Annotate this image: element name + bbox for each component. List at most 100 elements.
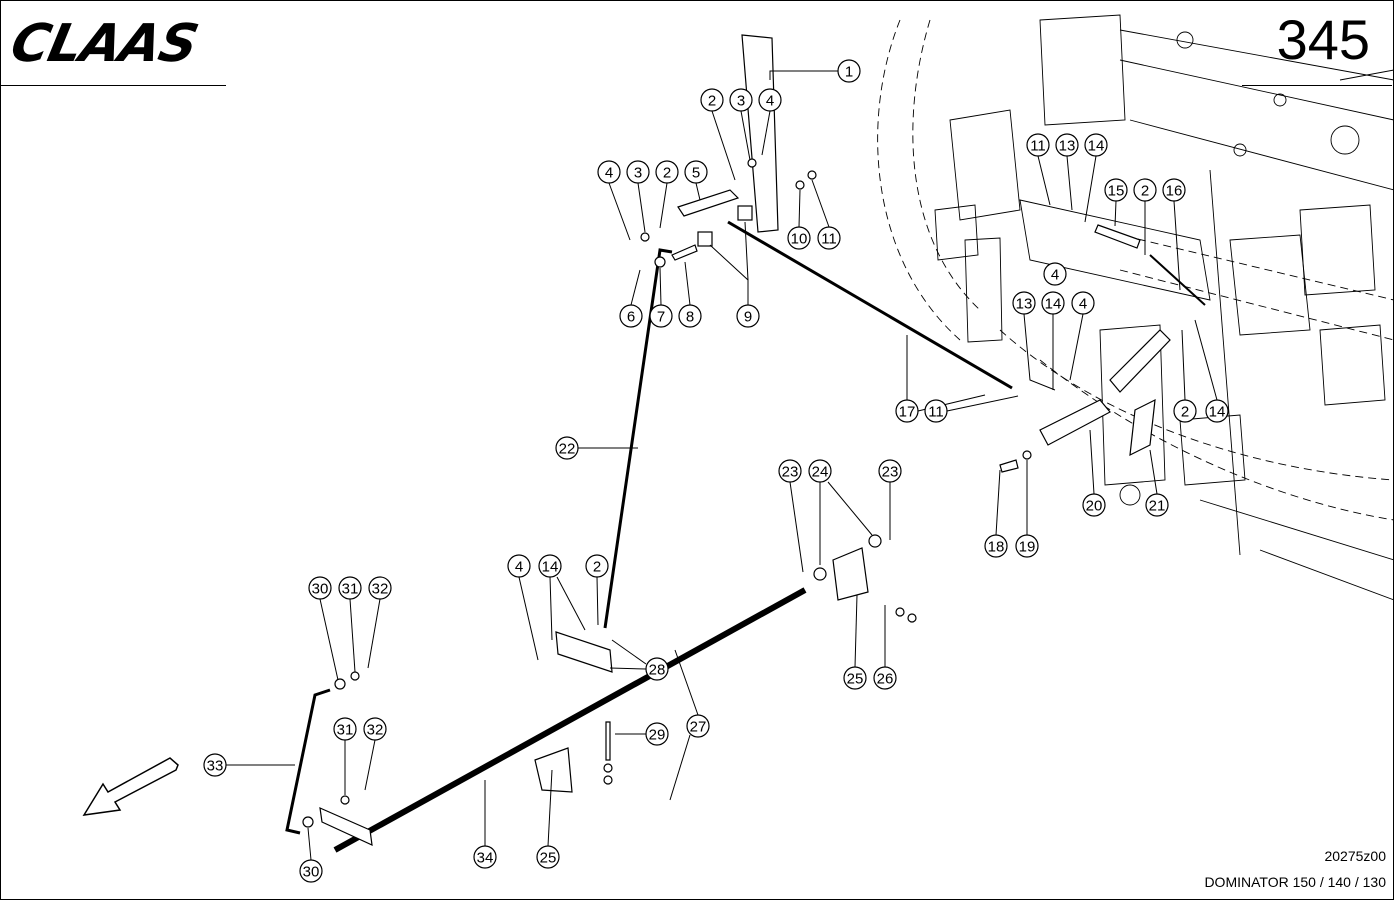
callout-circle: [619, 304, 643, 328]
callout-c22: 22: [555, 436, 579, 460]
model-name: DOMINATOR 150 / 140 / 130: [1204, 874, 1386, 890]
callout-number: 29: [649, 727, 666, 744]
callout-circle: [585, 554, 609, 578]
callout-number: 4: [766, 93, 774, 110]
callout-circle: [1145, 493, 1169, 517]
callout-c18: 18: [984, 534, 1008, 558]
callout-circle: [984, 534, 1008, 558]
callout-c14a: 14: [1084, 133, 1108, 157]
callout-number: 25: [847, 671, 864, 688]
callout-number: 14: [542, 559, 559, 576]
callout-c11c: 11: [924, 399, 948, 423]
callout-number: 22: [559, 441, 576, 458]
callout-number: 17: [899, 404, 916, 421]
callout-number: 4: [515, 559, 523, 576]
bracket-25b: [534, 747, 573, 793]
callout-circle: [1084, 133, 1108, 157]
callout-c16: 16: [1162, 178, 1186, 202]
callout-number: 2: [593, 559, 601, 576]
callout-circle: [1205, 399, 1229, 423]
callout-circle: [1082, 493, 1106, 517]
callout-number: 14: [1045, 296, 1062, 313]
callout-number: 30: [303, 864, 320, 881]
callout-c21: 21: [1145, 493, 1169, 517]
callout-circle: [1012, 291, 1036, 315]
callout-c2e: 2: [585, 554, 609, 578]
bracket-assembly-right: [999, 224, 1171, 473]
callout-number: 31: [342, 581, 359, 598]
callout-circle: [736, 304, 760, 328]
callout-circle: [808, 459, 832, 483]
callout-c23a: 23: [778, 459, 802, 483]
callout-c1: 1: [837, 59, 861, 83]
callout-circle: [924, 399, 948, 423]
callout-c17: 17: [895, 399, 919, 423]
callout-c2b: 2: [655, 160, 679, 184]
callout-number: 4: [1051, 267, 1059, 284]
bracket-assembly-lower: [302, 534, 917, 847]
callout-number: 3: [634, 165, 642, 182]
rod-17: [727, 220, 1013, 390]
callout-c6: 6: [619, 304, 643, 328]
callout-number: 27: [690, 719, 707, 736]
callout-c4b: 4: [597, 160, 621, 184]
callout-number: 15: [1108, 183, 1125, 200]
callout-c33: 33: [203, 753, 227, 777]
callout-c4a: 4: [758, 88, 782, 112]
callout-circle: [817, 226, 841, 250]
bolt-29: [605, 721, 611, 761]
nut-10: [795, 180, 805, 190]
callout-number: 32: [372, 581, 389, 598]
callout-circle: [758, 88, 782, 112]
callout-circle: [203, 753, 227, 777]
rod-33: [285, 688, 331, 835]
callout-number: 9: [744, 309, 752, 326]
lever-5: [677, 189, 740, 217]
callout-number: 18: [988, 539, 1005, 556]
callout-c20: 20: [1082, 493, 1106, 517]
callout-circle: [645, 657, 669, 681]
bracket-1: [741, 34, 779, 233]
callout-c13a: 13: [1055, 133, 1079, 157]
callout-c32a: 32: [368, 576, 392, 600]
callout-c3b: 3: [626, 160, 650, 184]
callout-c2d: 2: [1173, 399, 1197, 423]
shaft-34: [333, 587, 807, 853]
callout-number: 3: [737, 93, 745, 110]
callout-number: 23: [782, 464, 799, 481]
header-rule-left: [0, 85, 226, 86]
callout-number: 2: [1141, 183, 1149, 200]
callout-circle: [368, 576, 392, 600]
callout-number: 4: [605, 165, 613, 182]
callout-c2a: 2: [700, 88, 724, 112]
callout-circle: [1173, 399, 1197, 423]
bracket-lower-left: [319, 807, 373, 847]
callout-circle: [837, 59, 861, 83]
callout-c14b: 14: [1041, 291, 1065, 315]
callout-c24: 24: [808, 459, 832, 483]
callout-c5: 5: [684, 160, 708, 184]
callout-circle: [538, 554, 562, 578]
callout-circle: [787, 226, 811, 250]
linkage-rods: [285, 220, 1206, 853]
callout-circle: [299, 859, 323, 883]
callout-circle: [678, 304, 702, 328]
nut-29a: [603, 763, 613, 773]
callout-circle: [536, 845, 560, 869]
callout-c4c: 4: [1043, 262, 1067, 286]
callout-circle: [649, 304, 673, 328]
page-number: 345: [1276, 8, 1370, 71]
callout-c32b: 32: [363, 717, 387, 741]
rod-16: [1149, 254, 1206, 306]
callout-c11a: 11: [817, 226, 841, 250]
washer-24: [813, 567, 827, 581]
bracket-assembly-top: [640, 34, 817, 268]
nut-29b: [603, 775, 613, 785]
callout-number: 31: [337, 722, 354, 739]
callout-circle: [1015, 534, 1039, 558]
callout-circle: [1055, 133, 1079, 157]
lever-21: [1109, 329, 1171, 393]
callout-number: 33: [207, 758, 224, 775]
callout-circle: [1104, 178, 1128, 202]
callout-number: 24: [812, 464, 829, 481]
